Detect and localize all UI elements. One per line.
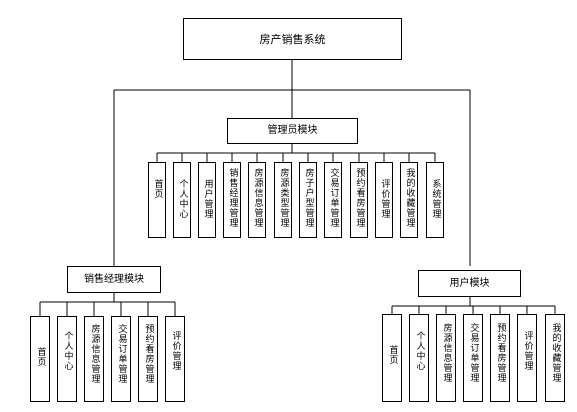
admin-item-label: 用户管理: [202, 179, 213, 219]
admin-item-label: 系统管理: [430, 179, 441, 219]
admin-item-label: 我的收藏管理: [404, 168, 415, 228]
admin-item-label: 房源类型管理: [278, 168, 289, 228]
user-item-0: 首页: [382, 314, 402, 402]
sales-item-4: 预约看房管理: [138, 316, 158, 402]
admin-item-label: 首页: [152, 179, 163, 199]
admin-item-label: 销售经理管理: [227, 168, 238, 228]
admin-item-5: 房源类型管理: [274, 162, 292, 238]
user-item-6: 我的收藏管理: [545, 314, 565, 402]
admin-item-2: 用户管理: [198, 162, 216, 238]
user-item-1: 个人中心: [409, 314, 429, 402]
admin-item-3: 销售经理管理: [223, 162, 241, 238]
sales-item-5: 评价管理: [165, 316, 185, 402]
user-item-label: 交易订单管理: [468, 323, 479, 383]
sales-item-label: 预约看房管理: [143, 324, 154, 384]
admin-item-4: 房源信息管理: [248, 162, 266, 238]
sales-item-label: 个人中心: [62, 331, 73, 371]
sales-item-label: 房源信息管理: [89, 324, 100, 384]
sales-item-3: 交易订单管理: [111, 316, 131, 402]
user-item-4: 预约看房管理: [490, 314, 510, 402]
user-item-label: 评价管理: [522, 331, 533, 371]
user-item-label: 我的收藏管理: [550, 323, 561, 383]
user-module-node: 用户模块: [418, 270, 521, 297]
admin-item-label: 交易订单管理: [328, 168, 339, 228]
admin-item-9: 评价管理: [375, 162, 393, 238]
sales-item-2: 房源信息管理: [84, 316, 104, 402]
sales-item-label: 评价管理: [170, 331, 181, 371]
admin-item-label: 房子户型管理: [303, 168, 314, 228]
admin-item-6: 房子户型管理: [299, 162, 317, 238]
admin-item-label: 预约看房管理: [354, 168, 365, 228]
root-node: 房产销售系统: [183, 18, 402, 60]
admin-item-1: 个人中心: [173, 162, 191, 238]
user-item-2: 房源信息管理: [436, 314, 456, 402]
sales-item-1: 个人中心: [57, 316, 77, 402]
sales-manager-module-node: 销售经理模块: [67, 266, 161, 293]
admin-item-11: 系统管理: [426, 162, 444, 238]
admin-item-label: 评价管理: [379, 179, 390, 219]
user-item-label: 个人中心: [414, 331, 425, 371]
admin-item-10: 我的收藏管理: [400, 162, 418, 238]
admin-module-node: 管理员模块: [227, 118, 358, 144]
user-item-label: 首页: [387, 345, 398, 365]
user-item-3: 交易订单管理: [463, 314, 483, 402]
admin-item-7: 交易订单管理: [324, 162, 342, 238]
admin-item-0: 首页: [148, 162, 166, 238]
sales-item-0: 首页: [30, 316, 50, 402]
user-item-label: 预约看房管理: [495, 323, 506, 383]
admin-item-8: 预约看房管理: [350, 162, 368, 238]
user-item-5: 评价管理: [517, 314, 537, 402]
admin-item-label: 个人中心: [177, 179, 188, 219]
admin-item-label: 房源信息管理: [252, 168, 263, 228]
sales-item-label: 交易订单管理: [116, 324, 127, 384]
user-item-label: 房源信息管理: [441, 323, 452, 383]
sales-item-label: 首页: [35, 347, 46, 367]
